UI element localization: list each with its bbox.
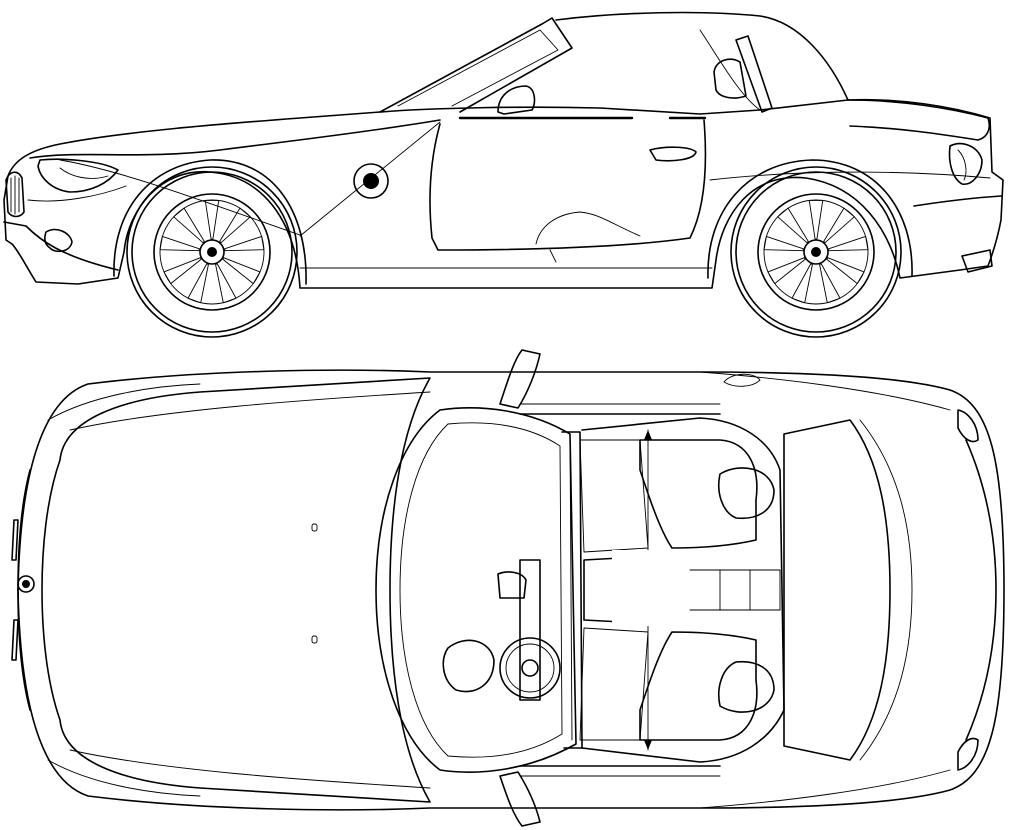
- wheel-spoke: [777, 207, 809, 244]
- front-fascia: [17, 469, 31, 711]
- hood-crease-upper: [69, 391, 431, 431]
- wheel-spoke: [204, 199, 220, 240]
- wheel-spoke: [763, 235, 804, 252]
- fuel-cap: [723, 373, 761, 387]
- front-wheel: [126, 166, 298, 338]
- wheel-spoke: [767, 257, 806, 285]
- wheel-spoke: [224, 235, 265, 252]
- top-body-outline: [17, 369, 1005, 811]
- soft-top-rear: [699, 29, 761, 111]
- hood-logo: [22, 580, 30, 588]
- windshield-header: [561, 431, 583, 749]
- headrest-left: [718, 467, 775, 520]
- tail-light-top: [957, 409, 979, 443]
- wheel-spoke: [826, 257, 865, 285]
- exhaust-diffuser: [961, 249, 993, 273]
- gap-arrow-down: [644, 740, 652, 750]
- rear-hub-logo: [811, 247, 821, 257]
- seat-left: [639, 439, 758, 549]
- top-view: [11, 349, 1005, 827]
- console-rear: [689, 569, 781, 611]
- steering-wheel: [499, 637, 561, 699]
- rear-bumper-top: [965, 439, 997, 741]
- trunk-lid: [783, 419, 891, 761]
- mirror-left: [499, 349, 541, 409]
- hood-crease-lower: [69, 749, 431, 789]
- front-wheel-spokes: [159, 199, 265, 304]
- windshield-frame: [379, 17, 573, 113]
- soft-top: [555, 11, 849, 101]
- front-kidney-bottom: [11, 619, 19, 661]
- wheel-spoke: [163, 257, 202, 285]
- dashboard: [519, 559, 541, 701]
- headlight-inner: [59, 167, 109, 179]
- rear-quarter-line: [709, 171, 991, 181]
- rear-bumper: [913, 195, 1002, 207]
- rear-wheel-arch: [707, 159, 913, 279]
- hood-logo-ring: [17, 575, 35, 593]
- front-fender-line: [27, 185, 127, 202]
- passenger-knee: [497, 571, 527, 599]
- console-blank: [612, 550, 688, 626]
- rear-quarter-bottom: [699, 769, 951, 809]
- tail-light: [948, 142, 983, 185]
- front-fender-top: [47, 383, 201, 421]
- roll-bar: [735, 35, 773, 113]
- side-body-outline: [3, 98, 1004, 289]
- wheel-spoke: [819, 263, 841, 304]
- hood-crease: [29, 119, 441, 159]
- seat-right: [639, 631, 758, 741]
- front-hub-logo: [207, 247, 217, 257]
- driver-knee: [442, 639, 495, 693]
- windshield-glass: [397, 29, 559, 107]
- rear-quarter-top: [699, 371, 951, 411]
- hood-panel: [41, 377, 431, 803]
- wheel-spoke: [219, 207, 251, 244]
- headrest-right: [718, 660, 775, 713]
- seat-right-cushion: [579, 627, 649, 741]
- rear-wheel: [730, 166, 902, 338]
- wheel-spoke: [173, 207, 205, 244]
- hood-line: [59, 159, 301, 236]
- headrest: [713, 58, 747, 99]
- washer-jet-upper: [311, 523, 318, 532]
- wheel-spoke: [222, 257, 261, 285]
- gap-arrow-up: [644, 430, 652, 440]
- wheel-spoke: [159, 235, 200, 252]
- door-handle: [649, 146, 697, 162]
- rear-wheel-spokes: [763, 199, 869, 304]
- front-kidney-top: [11, 519, 19, 561]
- wheel-spoke: [828, 235, 869, 252]
- side-gill-emblem: [353, 163, 389, 199]
- wheel-spoke: [791, 263, 813, 304]
- windshield-frame-top: [375, 407, 577, 773]
- kidney-grille: [5, 171, 25, 218]
- tail-light-bottom: [957, 737, 979, 771]
- washer-jet-lower: [311, 635, 318, 644]
- mirror-right: [499, 771, 541, 827]
- wheel-spoke: [808, 199, 824, 240]
- door-inner-sketch: [535, 211, 641, 245]
- wheel-spoke: [823, 207, 855, 244]
- door-outline: [429, 119, 707, 251]
- wheel-spoke: [215, 263, 237, 304]
- side-mirror: [497, 85, 536, 115]
- trunk-spoiler: [847, 99, 991, 141]
- wheel-spoke: [187, 263, 209, 304]
- side-view: [3, 11, 1004, 338]
- front-bumper-lip: [3, 221, 119, 271]
- headlight: [37, 158, 119, 193]
- fog-light: [44, 228, 73, 253]
- deck-line: [859, 419, 913, 761]
- seat-left-cushion: [579, 439, 649, 553]
- windshield-glass-top: [399, 422, 563, 758]
- front-wheel-arch: [113, 159, 307, 285]
- front-fender-bottom: [47, 759, 201, 797]
- cabin-opening: [581, 417, 785, 763]
